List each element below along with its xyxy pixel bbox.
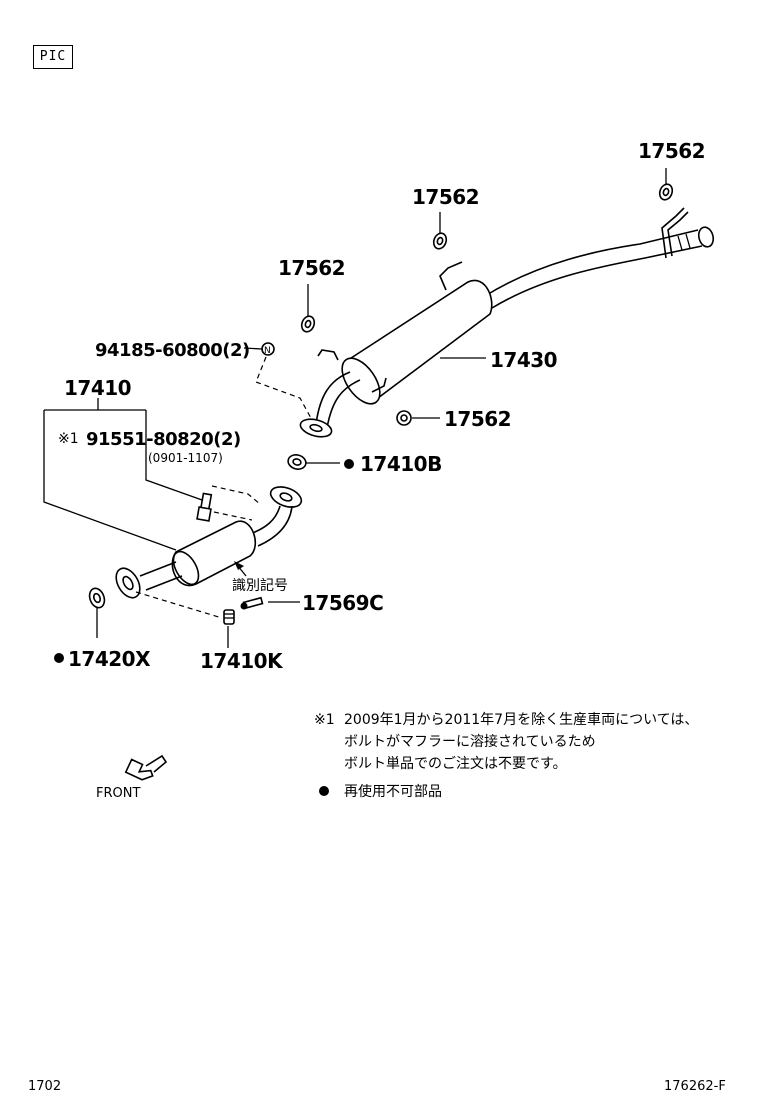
label-gasket-b: 17410B	[360, 452, 442, 476]
label-bolt: 91551-80820(2)	[86, 429, 241, 450]
label-tail-pipe: 17430	[490, 348, 557, 372]
pic-label: PIC	[33, 45, 73, 69]
label-spring: 17410K	[200, 649, 284, 673]
note1-line1: 2009年1月から2011年7月を除く生産車両については、	[344, 711, 698, 728]
gasket-x	[88, 587, 106, 609]
reuse-dot-x	[54, 653, 64, 663]
hanger-rubber-lower	[396, 410, 412, 426]
front-pipe-assembly	[115, 486, 303, 599]
assembly-dashed-lines	[135, 356, 313, 619]
footer-right-code: 176262-F	[664, 1079, 726, 1094]
label-bolt-date: (0901-1107)	[148, 451, 223, 465]
svg-text:N: N	[264, 346, 271, 356]
leader-lines	[43, 168, 667, 648]
label-hanger-left: 17562	[278, 256, 345, 280]
label-gasket-x: 17420X	[68, 647, 151, 671]
label-front-pipe: 17410	[64, 376, 131, 400]
hanger-rubber-right	[658, 183, 674, 201]
label-stud: 17569C	[302, 591, 383, 615]
hanger-rubber-mid	[432, 232, 448, 250]
front-label: FRONT	[96, 786, 140, 801]
note2-text: 再使用不可部品	[344, 783, 442, 800]
reuse-dot-b	[344, 459, 354, 469]
note1-line3: ボルト単品でのご注文は不要です。	[344, 756, 567, 772]
label-hanger-mid: 17562	[412, 185, 479, 209]
hanger-rubber-left	[300, 315, 316, 333]
label-ident-mark: 識別記号	[232, 577, 288, 594]
note1-mark: ※1	[314, 712, 335, 728]
spring	[223, 609, 235, 625]
tail-pipe-assembly	[299, 207, 715, 438]
label-hanger-right: 17562	[638, 139, 705, 163]
stud-bolt	[240, 596, 264, 610]
gasket-b	[287, 454, 307, 470]
label-hanger-lower: 17562	[444, 407, 511, 431]
label-bolt-mark: ※1	[58, 431, 79, 447]
note2-dot	[319, 786, 329, 796]
label-nut: 94185-60800(2)	[95, 340, 250, 361]
front-arrow-icon	[124, 754, 168, 781]
footer-left-code: 1702	[28, 1079, 61, 1094]
flange-nut: N	[261, 342, 275, 356]
note1-line2: ボルトがマフラーに溶接されているため	[344, 733, 596, 750]
